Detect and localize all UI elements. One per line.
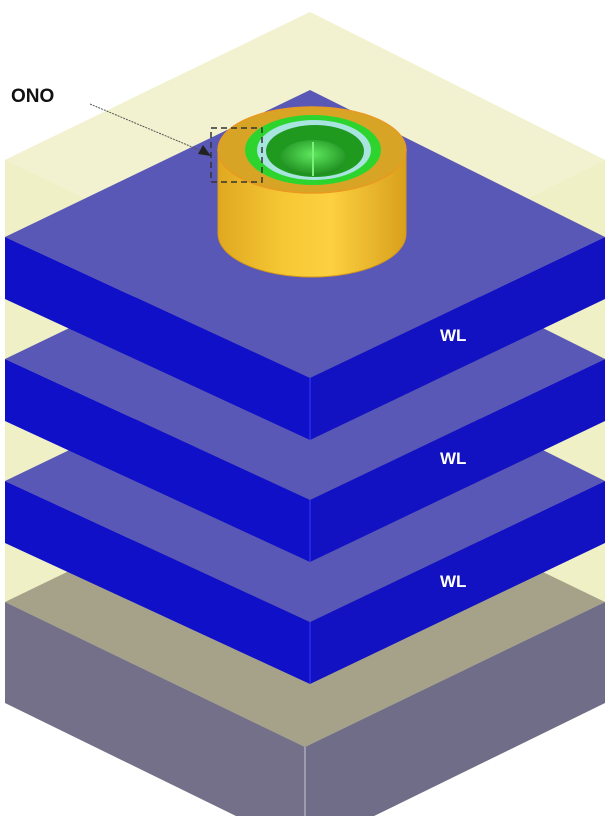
wordline-label-3: WL [440,572,466,591]
slab-right-face [310,481,605,684]
slab-left-face [5,359,310,562]
wordline-stack [5,90,605,684]
slab-right-face [310,359,605,562]
substrate-right-face [305,602,605,816]
ono-leader-line [89,103,205,153]
slab-left-face [5,481,310,684]
arrowhead-icon [198,145,211,156]
ono-highlight-box [210,127,263,183]
wordline-label-1: WL [440,326,466,345]
substrate-left-face [5,602,305,816]
slab-right-face [310,237,605,440]
channel-pillar [217,106,407,278]
slab-left-face [5,237,310,440]
ono-label: ONO [11,86,54,107]
wordline-label-2: WL [440,449,466,468]
